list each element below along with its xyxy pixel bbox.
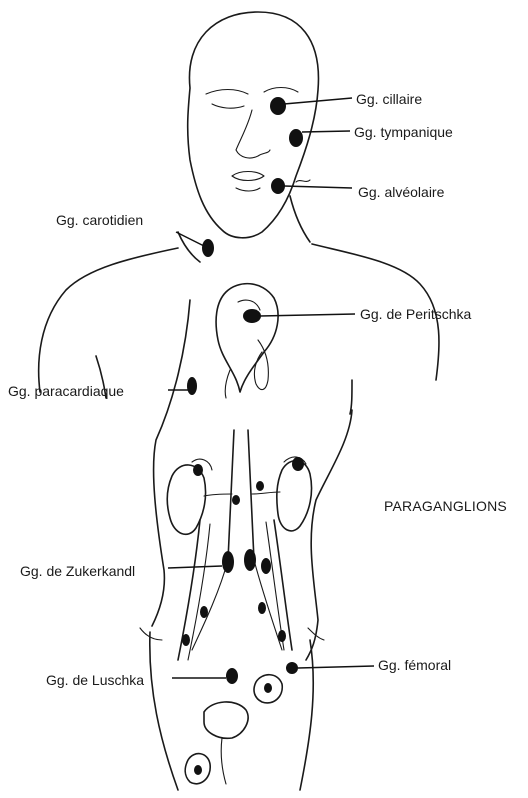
label-luschka: Gg. de Luschka bbox=[46, 672, 144, 688]
label-paracardiaque: Gg. paracardiaque bbox=[8, 383, 124, 399]
lead-peritschka bbox=[260, 314, 355, 316]
dot-chain-right-1 bbox=[258, 602, 266, 614]
mouth bbox=[232, 172, 264, 181]
dot-adrenal-right bbox=[292, 457, 304, 471]
diagram-title: PARAGANGLIONS bbox=[384, 498, 507, 514]
dot-tympanique bbox=[289, 129, 303, 147]
dot-paracardiaque bbox=[187, 377, 197, 395]
neck-right bbox=[290, 196, 310, 242]
dot-aorta-left bbox=[232, 495, 240, 505]
label-alveolaire: Gg. alvéolaire bbox=[358, 184, 444, 200]
head-outline bbox=[188, 12, 319, 238]
left-hip bbox=[150, 632, 178, 790]
right-kidney bbox=[277, 461, 312, 531]
iliac-left bbox=[192, 560, 228, 650]
heart-vessel bbox=[254, 340, 268, 390]
dot-chain-left-2 bbox=[182, 634, 190, 646]
lead-cillaire bbox=[284, 98, 352, 104]
aorta-left bbox=[228, 430, 234, 560]
pelvis-line-left bbox=[140, 628, 162, 640]
label-carotidien: Gg. carotidien bbox=[56, 212, 143, 228]
dot-zukerkandl-1 bbox=[222, 551, 234, 573]
lead-carotidien bbox=[176, 232, 204, 246]
heart-vessel-2 bbox=[225, 370, 230, 398]
left-brow bbox=[206, 90, 248, 95]
label-femoral: Gg. fémoral bbox=[378, 657, 451, 673]
dot-alveolaire bbox=[271, 178, 285, 194]
dot-adrenal-left bbox=[193, 464, 203, 476]
left-eye bbox=[212, 104, 244, 108]
right-brow bbox=[264, 88, 298, 93]
dot-zukerkandl-2 bbox=[244, 549, 256, 571]
chin-line bbox=[236, 188, 260, 191]
label-tympanique: Gg. tympanique bbox=[354, 124, 453, 140]
heart-inner bbox=[238, 300, 260, 310]
dot-luschka bbox=[226, 668, 238, 684]
dot-zukerkandl-3 bbox=[261, 558, 271, 574]
left-shoulder-arm bbox=[39, 248, 178, 392]
lead-tympanique bbox=[302, 131, 350, 132]
dot-chain-left-1 bbox=[200, 606, 208, 618]
label-peritschka: Gg. de Peritschka bbox=[360, 306, 471, 322]
right-hip bbox=[300, 640, 313, 790]
renal-vessel-left bbox=[204, 494, 232, 496]
pelvic-stem bbox=[221, 738, 226, 784]
dot-femoral bbox=[286, 662, 298, 674]
right-arm-inner bbox=[350, 380, 352, 414]
label-zukerkandl: Gg. de Zukerkandl bbox=[20, 563, 135, 579]
left-flank bbox=[152, 300, 190, 626]
lead-alveolaire bbox=[284, 186, 352, 188]
nose bbox=[236, 110, 270, 158]
ureter-left-2 bbox=[188, 524, 210, 660]
aorta-right bbox=[248, 430, 254, 560]
dot-cillaire bbox=[270, 97, 286, 115]
neck-left bbox=[178, 232, 200, 262]
dot-testis bbox=[194, 765, 202, 775]
renal-vessel-right bbox=[252, 492, 280, 494]
label-cillaire: Gg. cillaire bbox=[356, 91, 422, 107]
bladder bbox=[204, 702, 248, 738]
dot-aorta-right bbox=[256, 481, 264, 491]
dot-carotidien bbox=[202, 239, 214, 257]
lead-zukerkandl bbox=[168, 566, 222, 568]
dot-peritschka bbox=[243, 309, 261, 323]
right-flank bbox=[306, 410, 352, 660]
dot-pelvic-loop bbox=[264, 683, 272, 693]
lead-femoral bbox=[298, 666, 374, 668]
jaw-mark bbox=[296, 180, 310, 182]
dot-chain-right-2 bbox=[278, 630, 286, 642]
